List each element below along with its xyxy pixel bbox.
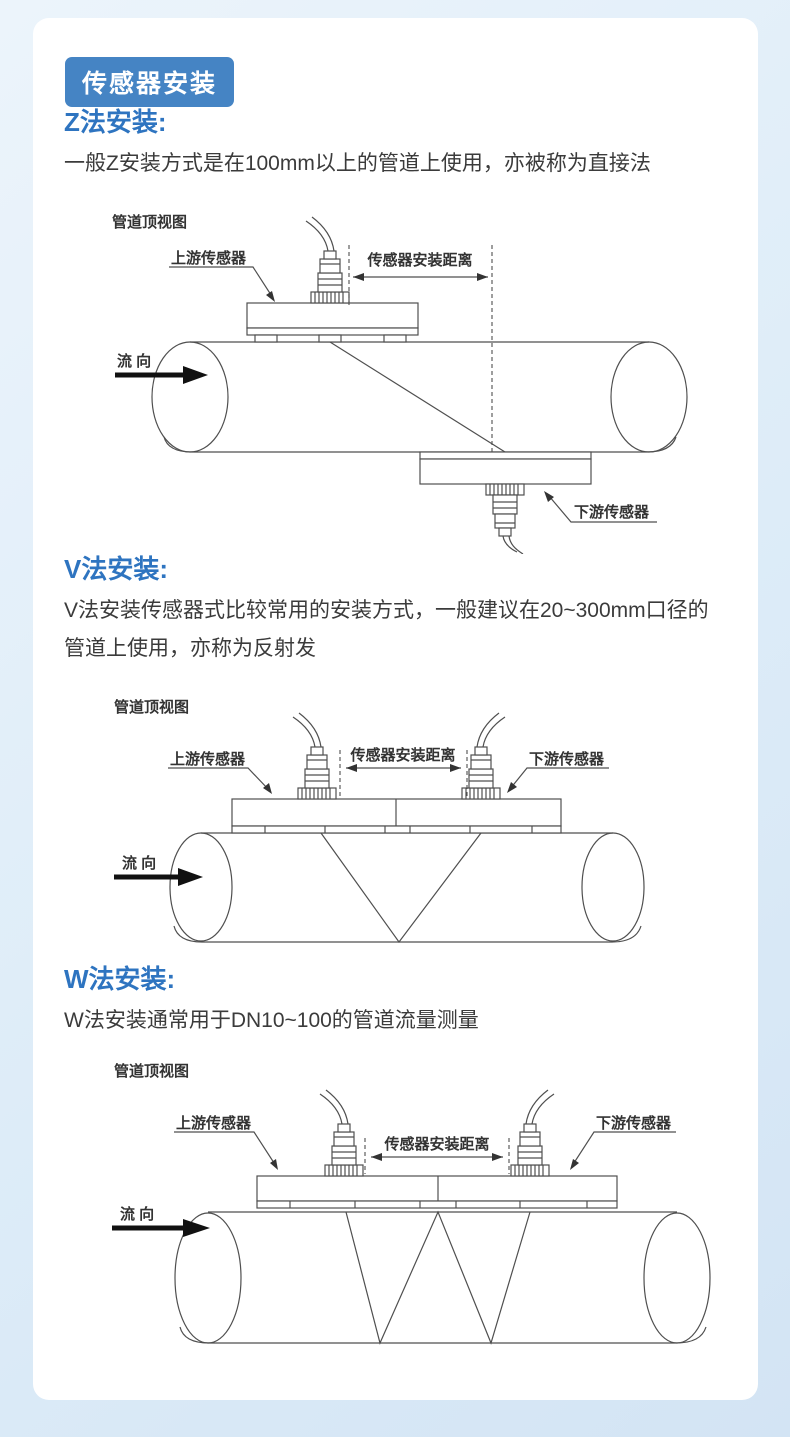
- v-method-heading: V法安装:: [64, 554, 169, 584]
- v-distance-annotation: 传感器安装距离: [339, 746, 468, 796]
- w-top-view-label: 管道顶视图: [114, 1062, 189, 1080]
- w-beam-path: [345, 1210, 531, 1345]
- v-method-diagram: 传感器安装距离 管道顶视图 上游传感器 下游传感器 流 向: [100, 684, 727, 964]
- z-method-description: 一般Z安装方式是在100mm以上的管道上使用，亦被称为直接法: [64, 152, 651, 175]
- z-upstream-sensor: [246, 216, 419, 343]
- v-diagram-svg: 传感器安装距离 管道顶视图 上游传感器 下游传感器 流 向: [114, 698, 645, 944]
- z-downstream-sensor: [419, 451, 592, 554]
- z-method-heading: Z法安装:: [64, 107, 167, 137]
- w-distance-label: 传感器安装距离: [383, 1135, 489, 1153]
- w-distance-annotation: 传感器安装距离: [364, 1135, 510, 1174]
- w-upstream-label: 上游传感器: [176, 1114, 252, 1132]
- z-pipe: [151, 341, 688, 453]
- w-pipe: [174, 1211, 711, 1344]
- v-flow-label: 流 向: [122, 854, 156, 872]
- w-upstream-label-group: 上游传感器: [174, 1114, 278, 1170]
- w-flow-label: 流 向: [120, 1205, 154, 1223]
- w-downstream-label: 下游传感器: [596, 1114, 672, 1132]
- v-downstream-label: 下游传感器: [529, 750, 605, 768]
- w-method-heading: W法安装:: [64, 964, 176, 994]
- w-downstream-label-group: 下游传感器: [570, 1114, 676, 1170]
- v-pipe: [169, 832, 645, 943]
- v-distance-label: 传感器安装距离: [349, 746, 455, 764]
- v-upstream-sensor: [292, 712, 337, 800]
- z-beam-path: [329, 341, 506, 453]
- v-flow-group: 流 向: [114, 854, 203, 886]
- z-flow-label: 流 向: [117, 352, 151, 370]
- z-distance-annotation: 传感器安装距离: [348, 245, 493, 452]
- v-beam-path: [320, 832, 482, 944]
- z-downstream-label-group: 下游传感器: [544, 491, 657, 523]
- w-method-description: W法安装通常用于DN10~100的管道流量测量: [64, 1009, 479, 1032]
- z-method-diagram: 传感器安装距离 管道顶视图 上游传感器 下游传感器 流 向: [100, 209, 727, 554]
- z-flow-group: 流 向: [115, 352, 208, 384]
- z-distance-label: 传感器安装距离: [366, 251, 472, 269]
- section-badge: 传感器安装: [65, 57, 235, 107]
- z-upstream-label-group: 上游传感器: [169, 249, 275, 302]
- v-upstream-label: 上游传感器: [170, 750, 246, 768]
- v-top-view-label: 管道顶视图: [114, 698, 189, 716]
- z-diagram-svg: 传感器安装距离 管道顶视图 上游传感器 下游传感器 流 向: [112, 213, 688, 554]
- w-downstream-sensor: [510, 1089, 555, 1177]
- v-upstream-label-group: 上游传感器: [168, 750, 272, 794]
- v-clamp-rail: [231, 798, 562, 834]
- z-downstream-label: 下游传感器: [574, 503, 650, 521]
- z-top-view-label: 管道顶视图: [112, 213, 187, 231]
- w-diagram-svg: 传感器安装距离 管道顶视图 上游传感器 下游传感器 流 向: [112, 1062, 711, 1345]
- w-upstream-sensor: [319, 1089, 364, 1177]
- v-method-description: V法安装传感器式比较常用的安装方式，一般建议在20~300mm口径的管道上使用，…: [64, 599, 709, 660]
- content-card: 传感器安装 Z法安装: 一般Z安装方式是在100mm以上的管道上使用，亦被称为直…: [33, 18, 758, 1400]
- v-downstream-sensor: [461, 712, 506, 800]
- v-downstream-label-group: 下游传感器: [507, 750, 609, 793]
- w-method-diagram: 传感器安装距离 管道顶视图 上游传感器 下游传感器 流 向: [100, 1048, 727, 1348]
- w-flow-group: 流 向: [112, 1205, 210, 1237]
- w-clamp-rail: [256, 1175, 618, 1209]
- z-upstream-label: 上游传感器: [171, 249, 247, 267]
